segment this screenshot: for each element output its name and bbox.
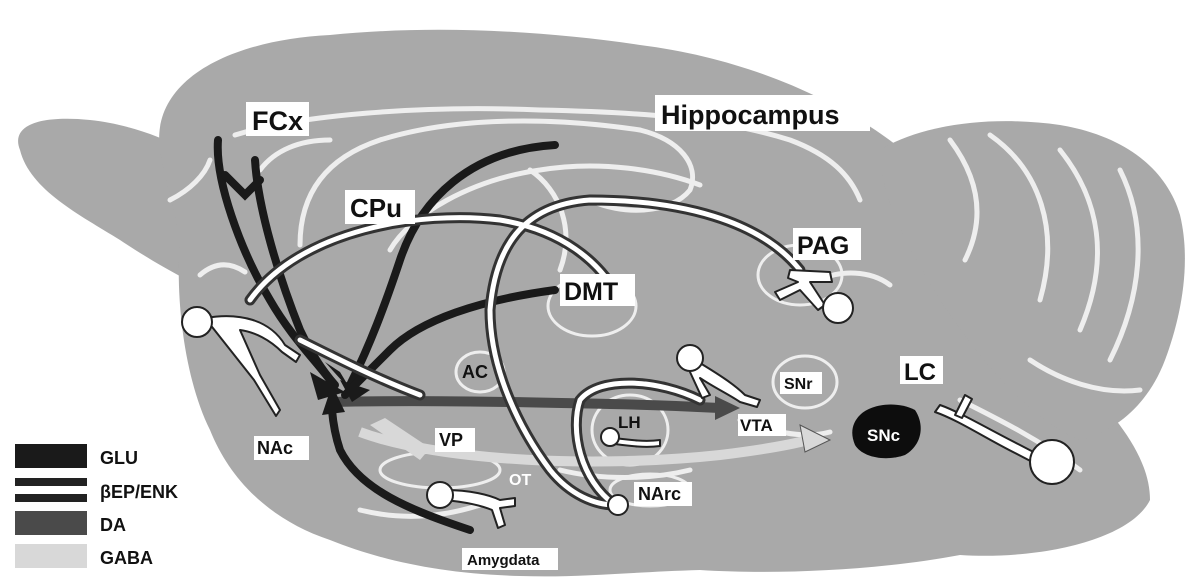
label-vta: VTA [740, 416, 773, 435]
label-snc: SNc [867, 426, 900, 445]
legend-label-bep: βEP/ENK [100, 482, 178, 502]
legend-label-gaba: GABA [100, 548, 153, 568]
label-amygdala: Amygdata [467, 552, 540, 569]
legend-swatch-glu [15, 444, 87, 468]
label-lc: LC [904, 359, 936, 386]
label-pag: PAG [797, 232, 849, 260]
legend-item-gaba: GABA [15, 544, 153, 568]
label-nac: NAc [257, 438, 293, 458]
label-lh: LH [618, 413, 641, 432]
legend-item-da: DA [15, 511, 126, 535]
label-ot: OT [509, 472, 531, 489]
label-narc: NArc [638, 484, 681, 504]
label-snr: SNr [784, 376, 812, 393]
legend-item-bep: βEP/ENK [15, 478, 178, 502]
legend-swatch-gaba [15, 544, 87, 568]
label-dmt: DMT [564, 278, 618, 306]
legend-item-glu: GLU [15, 444, 138, 468]
legend-label-da: DA [100, 515, 126, 535]
label-cpu: CPu [350, 193, 402, 223]
legend-swatch-da [15, 511, 87, 535]
label-ac: AC [462, 362, 488, 382]
narc-neuron [608, 495, 628, 515]
label-hippocampus: Hippocampus [661, 100, 840, 130]
legend: GLU βEP/ENK DA GABA [15, 444, 178, 568]
label-vp: VP [439, 430, 463, 450]
label-fcx: FCx [252, 106, 303, 136]
legend-label-glu: GLU [100, 448, 138, 468]
